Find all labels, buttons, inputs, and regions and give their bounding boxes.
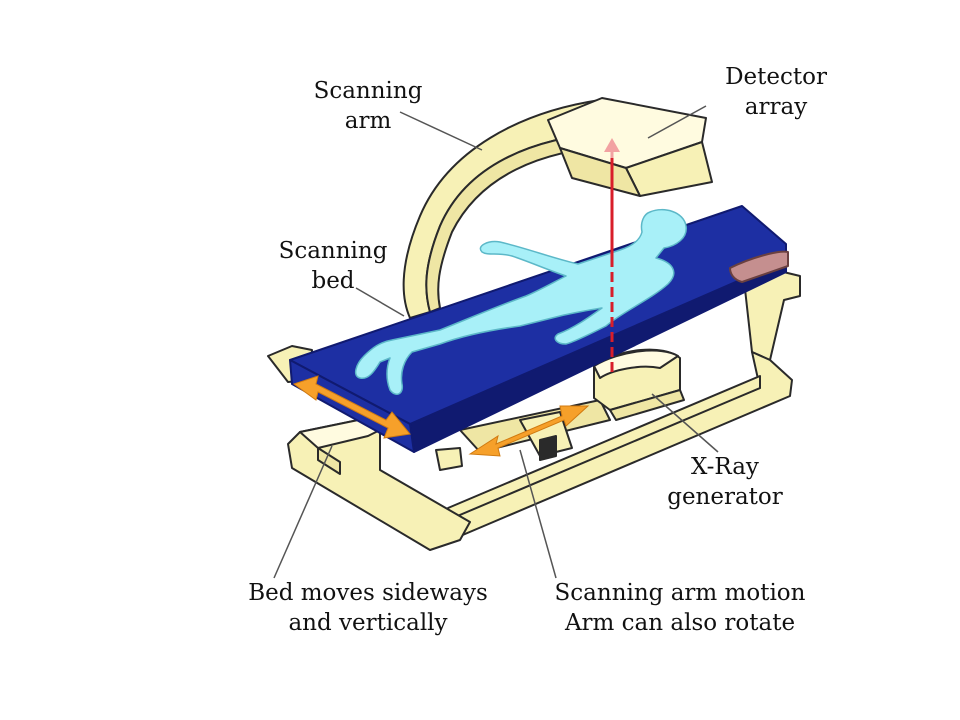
label-arm-motion: Scanning arm motion Arm can also rotate bbox=[538, 578, 822, 638]
label-scanning-arm-line-1: Scanning bbox=[313, 78, 423, 104]
leader-arm-motion bbox=[519, 449, 557, 579]
label-bed-moves-line-2: and vertically bbox=[288, 610, 448, 636]
arm-motion-arrow bbox=[468, 405, 590, 457]
label-detector-array: Detector array bbox=[696, 62, 856, 122]
label-scanning-bed-line-2: bed bbox=[311, 268, 355, 294]
label-bed-moves: Bed moves sideways and vertically bbox=[236, 578, 500, 638]
label-scanning-bed-line-1: Scanning bbox=[278, 238, 388, 264]
label-x-ray-generator: X-Ray generator bbox=[650, 452, 800, 512]
label-arm-motion-line-2: Arm can also rotate bbox=[564, 610, 796, 636]
leader-detector-array bbox=[647, 105, 707, 139]
label-x-ray-generator-line-1: X-Ray bbox=[691, 454, 759, 480]
leader-lines bbox=[273, 105, 719, 579]
bed-motion-arrow bbox=[292, 375, 411, 439]
label-scanning-arm: Scanning arm bbox=[296, 76, 440, 136]
leader-xray-generator bbox=[651, 393, 719, 453]
label-scanning-arm-line-2: arm bbox=[344, 108, 392, 134]
x-ray-beam bbox=[604, 138, 620, 372]
x-ray-generator bbox=[593, 348, 685, 421]
label-bed-moves-line-1: Bed moves sideways bbox=[248, 580, 488, 606]
leader-bed-moves bbox=[273, 445, 333, 579]
label-scanning-bed: Scanning bed bbox=[262, 236, 404, 296]
patient-body bbox=[354, 208, 687, 395]
leader-scanning-bed bbox=[355, 287, 405, 317]
label-detector-array-line-2: array bbox=[744, 94, 808, 120]
label-x-ray-generator-line-2: generator bbox=[667, 484, 783, 510]
detector-array bbox=[547, 97, 713, 197]
label-detector-array-line-1: Detector bbox=[725, 64, 827, 90]
label-arm-motion-line-1: Scanning arm motion bbox=[554, 580, 806, 606]
leader-scanning-arm bbox=[399, 111, 483, 151]
